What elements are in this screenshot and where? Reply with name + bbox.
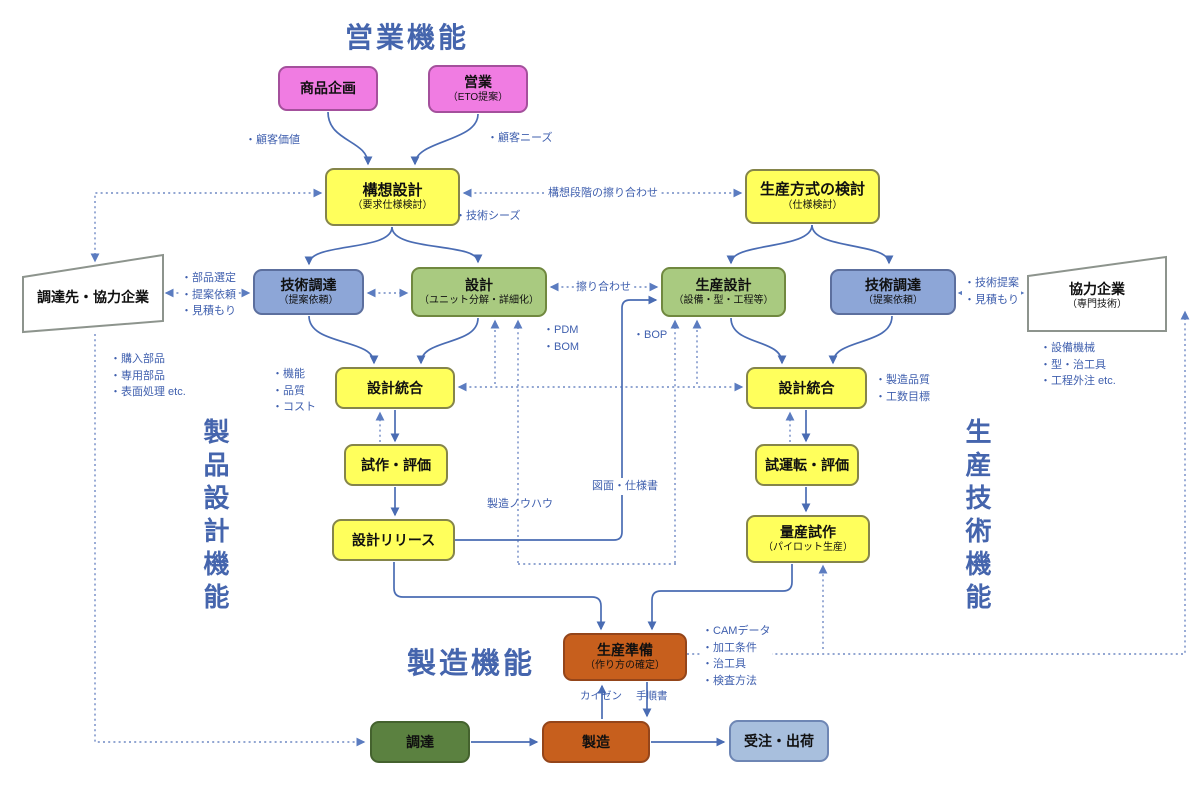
annotation-mfg-knowhow: 製造ノウハウ (487, 498, 553, 510)
node-production-method: 生産方式の検討 （仕様検討） (745, 169, 880, 224)
node-partners: 協力企業 （専門技術） (1067, 281, 1127, 310)
node-pilot-production: 量産試作 （パイロット生産） (746, 515, 870, 563)
annotation-alignment: 擦り合わせ (574, 279, 633, 296)
node-production-design: 生産設計 （設備・型・工程等） (661, 267, 786, 317)
annotation-customer-needs: ・顧客ニーズ (487, 132, 553, 144)
partners-trapezoid (1027, 255, 1167, 332)
node-tech-procurement-left: 技術調達 （提案依頼） (253, 269, 364, 315)
annotation-partner-resources: ・設備機械 ・型・治工具 ・工程外注 etc. (1040, 342, 1116, 387)
node-design: 設計 （ユニット分解・詳細化） (411, 267, 547, 317)
annotation-concept-alignment: 構想段階の擦り合わせ (546, 185, 660, 202)
annotation-tech-proposal: ・技術提案 ・見積もり (962, 275, 1021, 308)
annotation-kaizen: カイゼン (580, 690, 622, 702)
node-design-integration-right: 設計統合 (746, 367, 867, 409)
annotation-function-quality-cost: ・機能 ・品質 ・コスト (272, 368, 316, 413)
annotation-pdm-bom: ・PDM ・BOM (543, 324, 580, 353)
sales-function-title: 営業機能 (345, 22, 470, 53)
node-production-prep: 生産準備 （作り方の確定） (563, 633, 687, 681)
annotation-purchased-parts: ・購入部品 ・専用部品 ・表面処理 etc. (110, 353, 186, 398)
node-product-planning: 商品企画 (278, 66, 378, 111)
node-prototype-eval: 試作・評価 (344, 444, 448, 486)
annotation-bop: ・BOP (633, 329, 668, 341)
node-trial-run-eval: 試運転・評価 (755, 444, 859, 486)
annotation-tech-seeds: ・技術シーズ (455, 210, 521, 222)
node-suppliers: 調達先・協力企業 (37, 289, 149, 306)
node-design-integration-left: 設計統合 (335, 367, 455, 409)
node-order-shipping: 受注・出荷 (729, 720, 829, 762)
annotation-customer-value: ・顧客価値 (245, 134, 300, 146)
node-design-release: 設計リリース (332, 519, 455, 561)
product-design-function-title: 製品設計機能 (200, 418, 230, 616)
node-concept-design: 構想設計 （要求仕様検討） (325, 168, 460, 226)
manufacturing-function-title: 製造機能 (407, 648, 536, 680)
annotation-procedure-sheet: 手順書 (636, 690, 668, 702)
annotation-parts-selection: ・部品選定 ・提案依頼 ・見積もり (179, 270, 238, 320)
node-manufacturing: 製造 (542, 721, 650, 763)
node-procurement: 調達 (370, 721, 470, 763)
annotation-cam-data: ・CAMデータ ・加工条件 ・治工具 ・検査方法 (700, 623, 773, 689)
annotation-mfg-quality-targets: ・製造品質 ・工数目標 (875, 374, 930, 403)
node-tech-procurement-right: 技術調達 （提案依頼） (830, 269, 956, 315)
solid-links (304, 111, 894, 747)
annotation-drawings-specs: 図面・仕様書 (590, 478, 660, 495)
node-sales-eto: 営業 （ETO提案） (428, 65, 528, 113)
production-tech-function-title: 生産技術機能 (962, 418, 992, 616)
dashed-links (90, 188, 1190, 747)
